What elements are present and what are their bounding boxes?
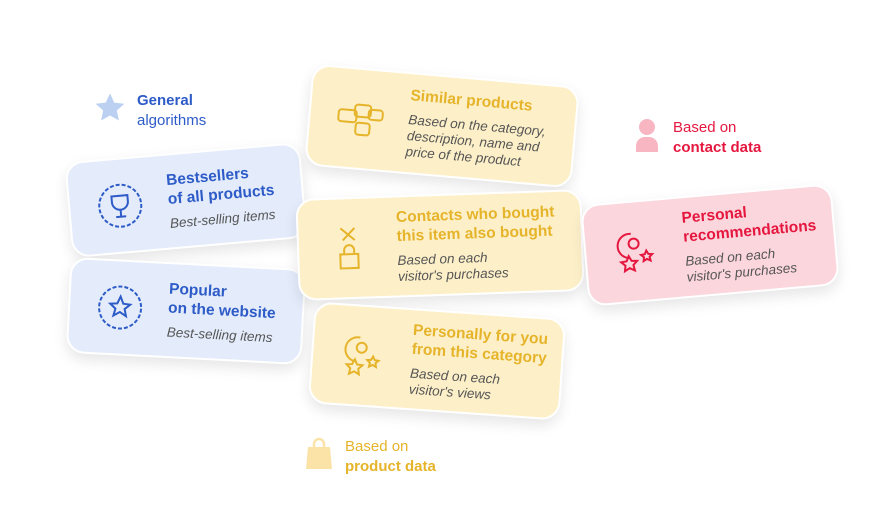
legend-title: General [137, 92, 193, 109]
trophy-badge-icon [98, 183, 143, 228]
similar-items-icon [337, 103, 384, 137]
shopping-bag-icon [306, 437, 332, 469]
person-stars-icon [344, 336, 381, 377]
person-icon [636, 119, 658, 152]
legend-title: Based on [345, 438, 409, 455]
legend-general: General algorithms [137, 91, 206, 131]
card-description: Best-selling items [166, 324, 273, 346]
card-description: Best-selling items [169, 206, 277, 231]
star-icon [95, 93, 125, 121]
bag-exchange-icon [339, 227, 360, 270]
legend-subtitle: product data [345, 458, 436, 475]
person-stars-icon [616, 232, 655, 274]
legend-subtitle: algorithms [137, 112, 207, 129]
legend-subtitle: contact data [673, 139, 762, 156]
star-badge-icon [98, 285, 143, 330]
legend-title: Based on [673, 119, 737, 136]
legend-contact: Based on contact data [673, 118, 761, 158]
card-similar-products: Similar products Based on the category,d… [304, 63, 580, 189]
legend-product: Based on product data [345, 437, 436, 477]
